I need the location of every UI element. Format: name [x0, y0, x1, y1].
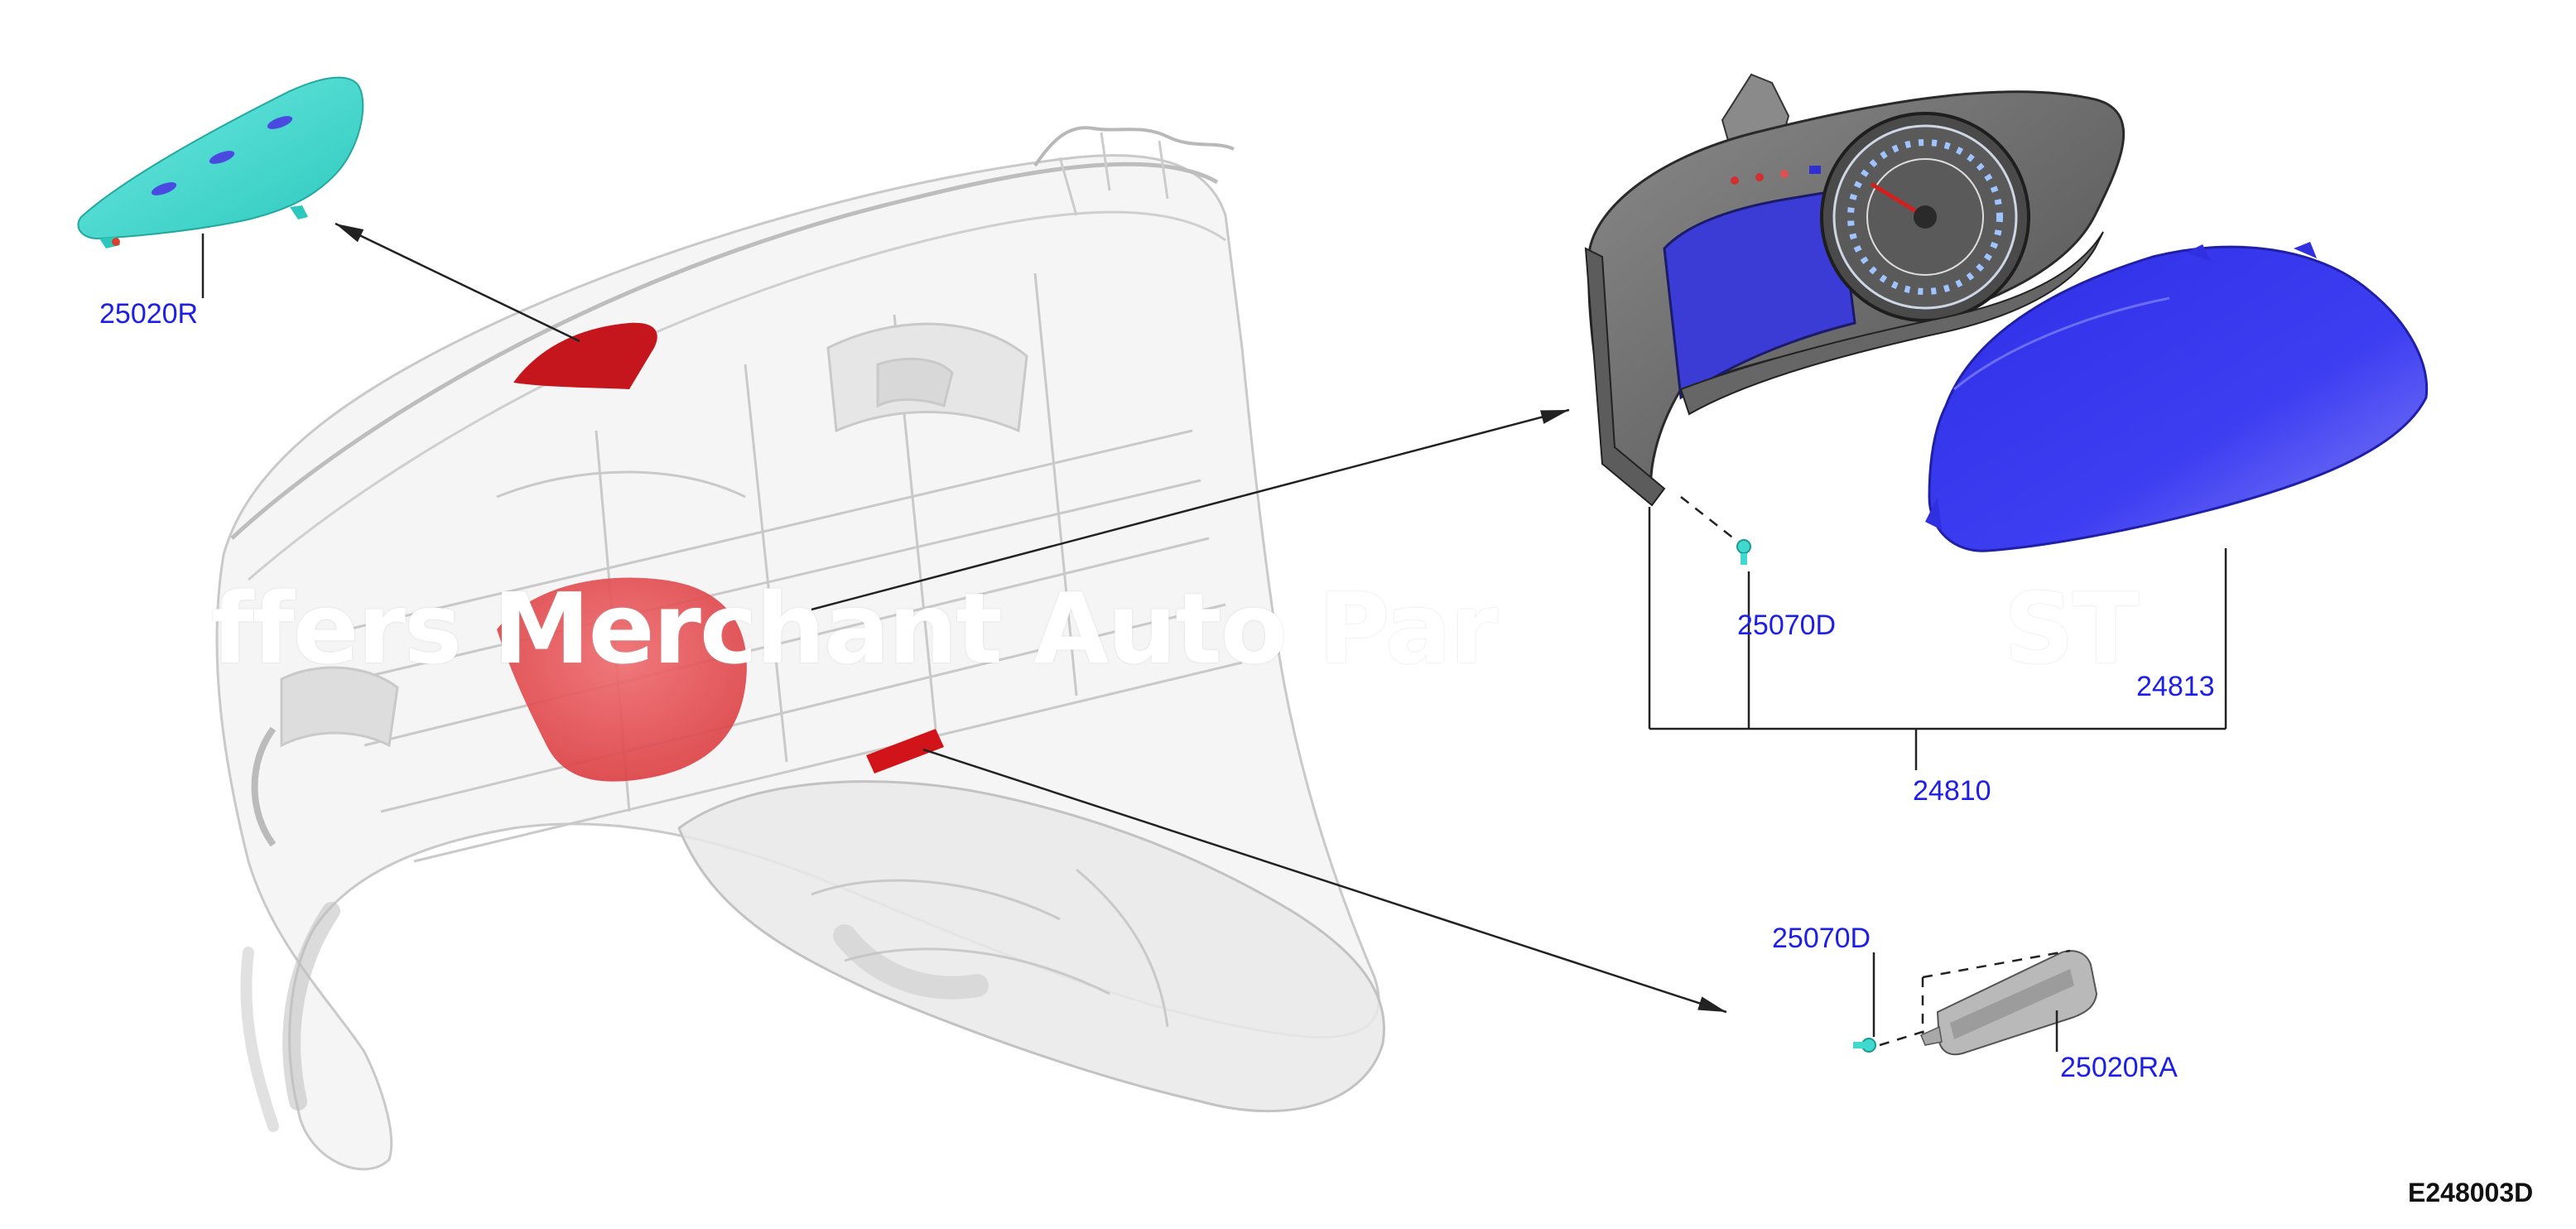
assembly-bracket: [1648, 507, 2227, 770]
module-part: [1920, 949, 2098, 1056]
label-cluster-lens: 24813: [2136, 671, 2215, 702]
instrument-cluster-part: [1584, 73, 2126, 507]
label-cluster-assembly: 24810: [1913, 775, 1991, 807]
label-module-screw: 25070D: [1772, 923, 1871, 954]
watermark-left: ffers Merchant Auto Par: [211, 571, 1498, 686]
cluster-location-highlight: [497, 577, 747, 782]
module-location-highlight: [866, 729, 944, 774]
bezel-location-highlight: [513, 322, 657, 389]
instrument-panel-ghost: [215, 126, 1385, 1171]
cluster-screw-part: [1680, 496, 1751, 565]
arrow-to-cluster: [811, 408, 1570, 611]
cluster-lens-part: [1925, 242, 2429, 552]
highlighted-parts: [497, 322, 944, 782]
cluster-display: [1663, 189, 1856, 400]
speedometer-gauge: [1820, 112, 2030, 322]
bezel-part: [77, 76, 364, 248]
label-cluster-screw: 25070D: [1737, 610, 1837, 641]
callout-arrows: [335, 222, 1727, 1014]
figure-id: E248003D: [2408, 1178, 2534, 1207]
bezel-button-3: [267, 116, 293, 129]
module-screw-part: [1853, 952, 1926, 1053]
label-bezel: 25020R: [99, 298, 199, 330]
bezel-button-1: [151, 182, 177, 195]
label-module: 25020RA: [2060, 1052, 2178, 1083]
bezel-button-2: [209, 151, 235, 164]
arrow-to-bezel: [335, 222, 580, 343]
watermark-right: ST: [2004, 571, 2139, 686]
arrow-to-module: [922, 748, 1727, 1014]
